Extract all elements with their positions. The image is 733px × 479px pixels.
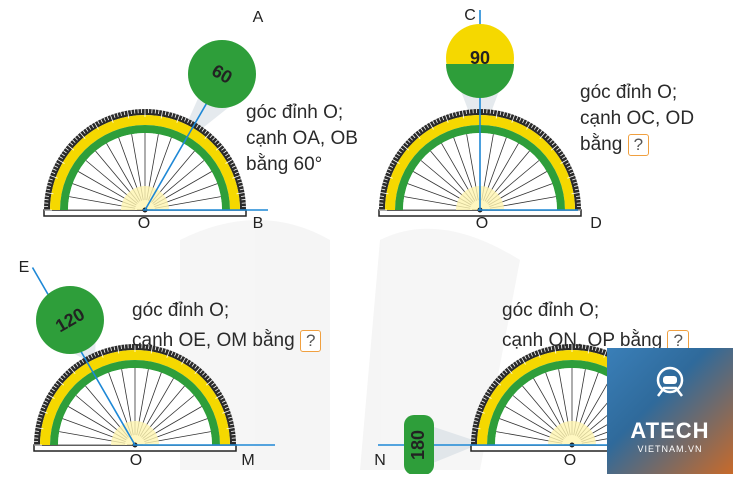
point-label-ray2: B <box>253 215 264 232</box>
text-line: cạnh OE, OM bằng <box>132 330 295 351</box>
text-line: bằng 60° <box>246 152 358 178</box>
text-line: góc đỉnh O; <box>502 296 689 326</box>
magnifier-value: 180 <box>408 430 428 460</box>
text-block-bl: góc đỉnh O; cạnh OE, OM bằng ? <box>132 296 321 356</box>
scale-tick <box>576 196 580 197</box>
scale-tick <box>45 196 49 197</box>
magnifier: 90 <box>446 24 514 98</box>
robot-icon <box>649 362 691 404</box>
answer-box[interactable]: ? <box>628 134 649 156</box>
scale-tick <box>472 431 476 432</box>
answer-box[interactable]: ? <box>300 330 321 352</box>
text-line: góc đỉnh O; <box>580 80 694 106</box>
point-label-ray1: C <box>464 7 476 24</box>
point-label-ray2: D <box>590 215 602 232</box>
text-block-br: góc đỉnh O; cạnh ON, OP bằng ? <box>502 296 689 356</box>
magnifier: 60 <box>188 40 256 108</box>
text-line: bằng <box>580 134 622 155</box>
magnifier-value: 90 <box>470 48 490 68</box>
text-line: cạnh OC, OD <box>580 106 694 132</box>
magnifier: 180 <box>404 415 434 474</box>
scale-tick <box>35 431 39 432</box>
scale-tick <box>121 345 122 349</box>
scale-tick <box>380 196 384 197</box>
scale-tick <box>131 110 132 114</box>
protractor-panel-tr: 90 C D O <box>379 7 602 232</box>
scale-tick <box>493 110 494 114</box>
protractor-panel-tl: 60 A B O <box>44 9 268 232</box>
text-line: góc đỉnh O; <box>246 100 358 126</box>
point-label-vertex: O <box>476 215 488 232</box>
atech-logo: ATECH VIETNAM.VN <box>607 348 733 474</box>
point-label-vertex: O <box>564 452 576 469</box>
text-block-tl: góc đỉnh O; cạnh OA, OB bằng 60° <box>246 100 358 178</box>
point-label-vertex: O <box>130 452 142 469</box>
logo-name: ATECH <box>607 418 733 444</box>
point-label-ray1: E <box>19 259 30 276</box>
point-label-ray1: N <box>374 452 386 469</box>
text-line: cạnh OA, OB <box>246 126 358 152</box>
scale-tick <box>466 110 467 114</box>
point-label-ray2: M <box>241 452 254 469</box>
text-line: góc đỉnh O; <box>132 296 321 326</box>
magnifier: 120 <box>36 286 104 354</box>
point-label-vertex: O <box>138 215 150 232</box>
scale-tick <box>231 431 235 432</box>
scale-tick <box>241 196 245 197</box>
text-block-tr: góc đỉnh O; cạnh OC, OD bằng ? <box>580 80 694 158</box>
point-label-ray1: A <box>253 9 264 26</box>
logo-sub: VIETNAM.VN <box>607 444 733 454</box>
scale-tick <box>158 110 159 114</box>
magnifier-green <box>446 64 514 98</box>
